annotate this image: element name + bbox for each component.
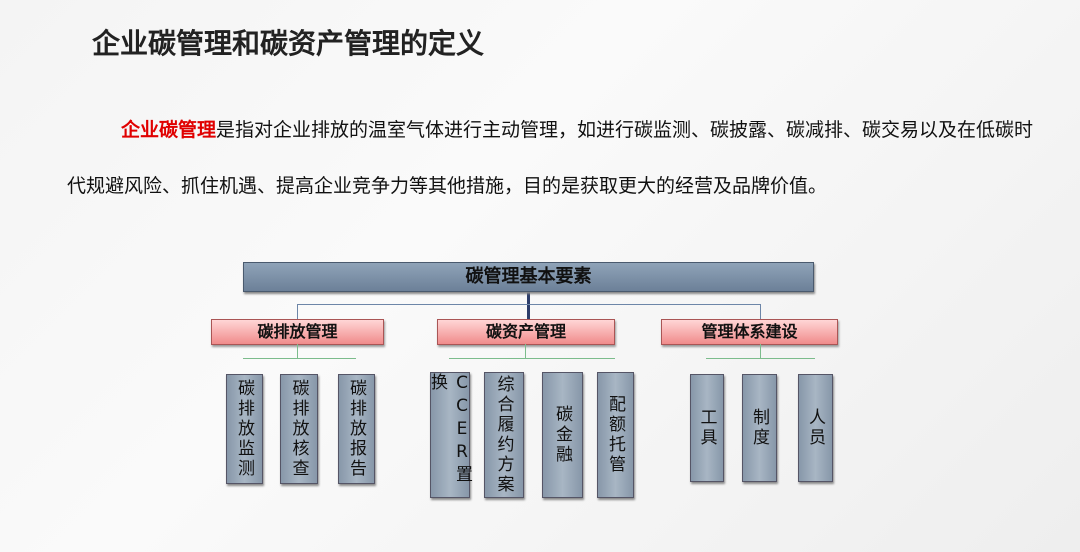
connector xyxy=(706,358,815,359)
connector xyxy=(297,344,298,358)
leaf-node: 制度 xyxy=(742,374,777,482)
leaf-node: 人员 xyxy=(798,374,833,482)
leaf-node: CCER置换 xyxy=(427,372,472,498)
group-node-emission: 碳排放管理 xyxy=(211,319,384,345)
connector xyxy=(525,344,526,358)
root-node: 碳管理基本要素 xyxy=(243,262,814,292)
leaf-node: 碳排放监测 xyxy=(226,374,263,484)
connector xyxy=(760,344,761,358)
group-node-asset: 碳资产管理 xyxy=(437,319,615,345)
group-connector xyxy=(297,304,761,305)
leaf-node: 配额托管 xyxy=(597,372,634,498)
connector xyxy=(449,358,615,359)
leaf-node: 综合履约方案 xyxy=(484,372,524,498)
slide-title: 企业碳管理和碳资产管理的定义 xyxy=(92,27,485,60)
leaf-node: 碳金融 xyxy=(542,372,583,498)
connector xyxy=(297,304,298,319)
highlight-term: 企业碳管理 xyxy=(121,119,217,141)
definition-paragraph: 企业碳管理是指对企业排放的温室气体进行主动管理，如进行碳监测、碳披露、碳减排、碳… xyxy=(67,102,1047,214)
connector xyxy=(243,358,356,359)
leaf-node: 工具 xyxy=(690,374,724,482)
leaf-node: 碳排放核查 xyxy=(280,374,318,484)
group-node-system: 管理体系建设 xyxy=(661,319,838,345)
leaf-node: 碳排放报告 xyxy=(338,374,375,484)
definition-text: 是指对企业排放的温室气体进行主动管理，如进行碳监测、碳披露、碳减排、碳交易以及在… xyxy=(67,119,1034,197)
connector xyxy=(760,304,761,319)
